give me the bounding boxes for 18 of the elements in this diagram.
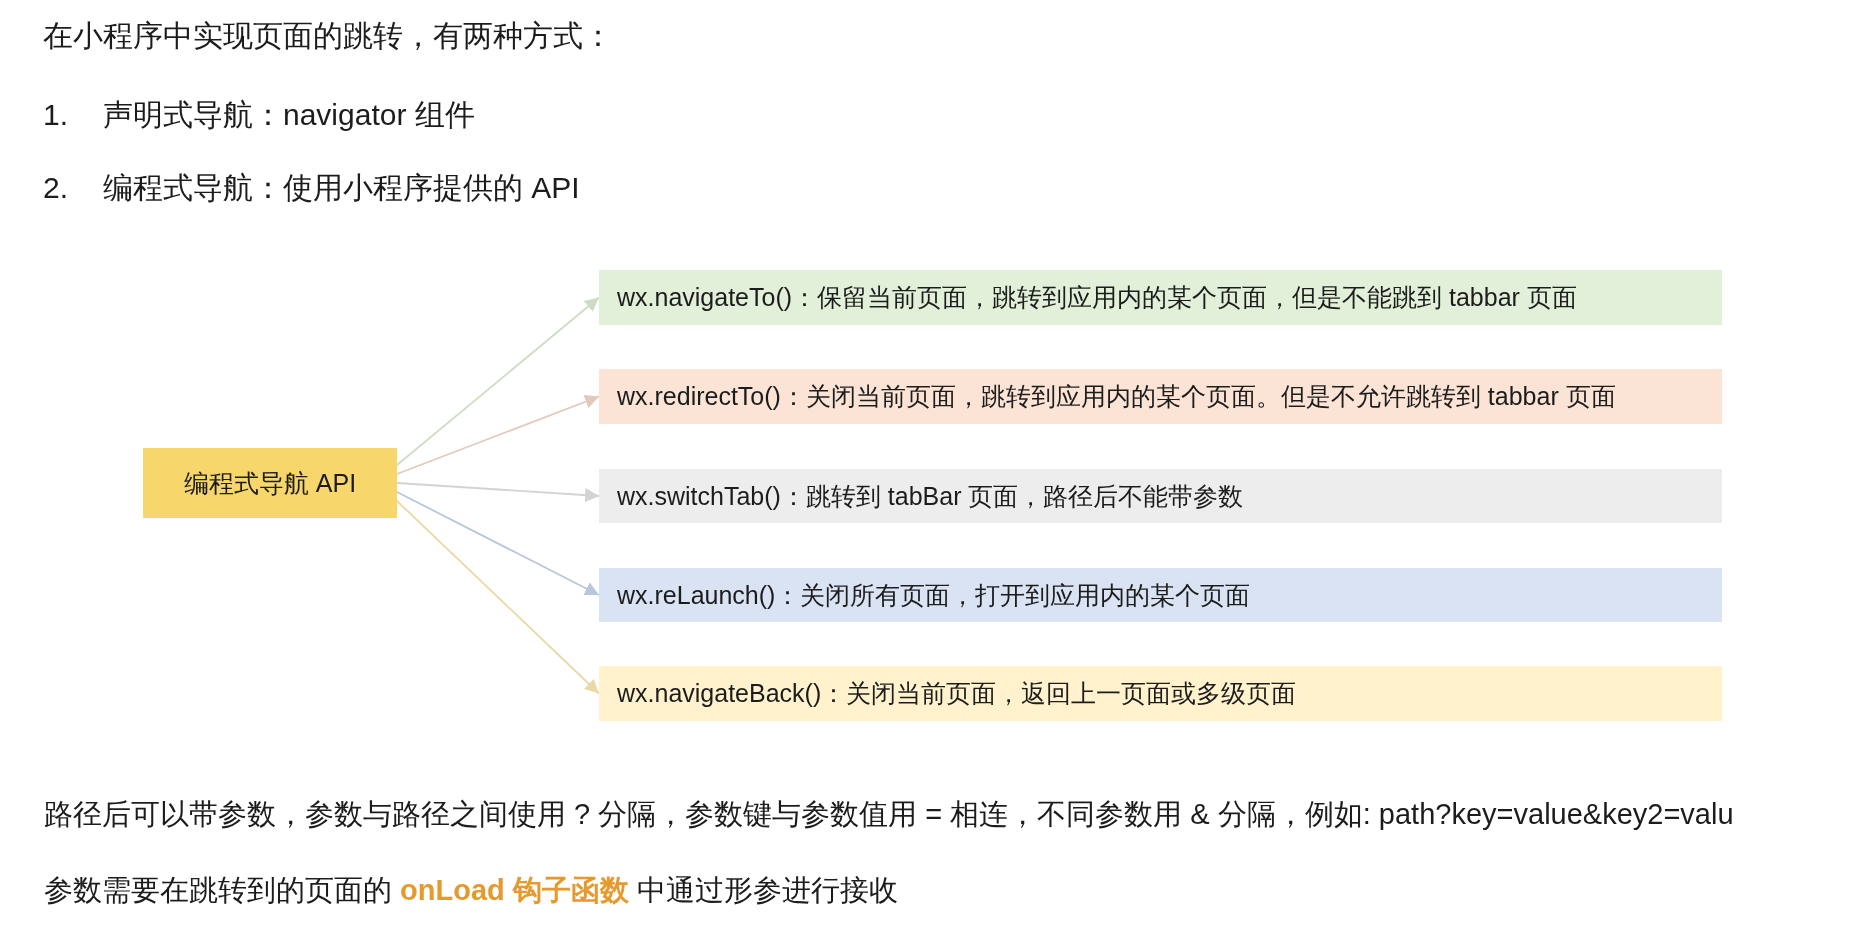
arrow [396,296,600,466]
method-box: wx.navigateTo()：保留当前页面，跳转到应用内的某个页面，但是不能跳到 tabbar 页面 [599,270,1722,325]
arrow [396,491,600,596]
intro-text: 在小程序中实现页面的跳转，有两种方式： [43,18,613,55]
list-item-text: 编程式导航：使用小程序提供的 API [103,170,580,207]
list-number: 2. [43,170,69,207]
list-item-text: 声明式导航：navigator 组件 [103,97,475,134]
method-box: wx.switchTab()：跳转到 tabBar 页面，路径后不能带参数 [599,469,1722,523]
note-text: 参数需要在跳转到的页面的 onLoad 钩子函数 中通过形参进行接收 [44,872,898,908]
method-box: wx.reLaunch()：关闭所有页面，打开到应用内的某个页面 [599,568,1722,622]
method-box: wx.navigateBack()：关闭当前页面，返回上一页面或多级页面 [599,666,1722,721]
list-number: 1. [43,97,69,134]
method-box: wx.redirectTo()：关闭当前页面，跳转到应用内的某个页面。但是不允许跳转到 tabbar 页面 [599,369,1722,424]
note-text: 路径后可以带参数，参数与路径之间使用 ? 分隔，参数键与参数值用 = 相连，不同参数用 & 分隔，例如: path?key=value&key2=valu [44,796,1734,832]
arrow [396,395,600,475]
arrow [396,482,600,503]
api-box: 编程式导航 API [143,448,397,518]
arrow [396,500,600,695]
